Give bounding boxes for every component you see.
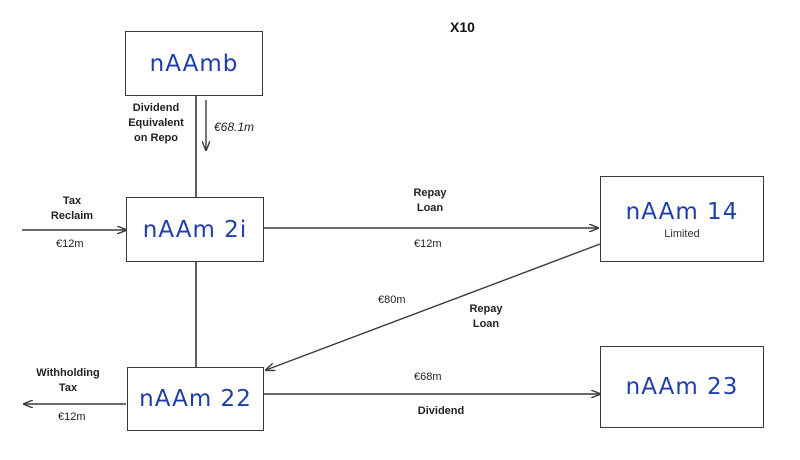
amount-dividend: €68m — [414, 371, 442, 383]
amount-dividend-equivalent: €68.1m — [214, 120, 255, 134]
amount-repay-loan-top: €12m — [414, 238, 442, 250]
diagram-title: X10 — [450, 19, 475, 35]
label-repay-loan-top: Repay Loan — [413, 187, 447, 214]
entity-naam14-name: nAAm 14 — [625, 198, 739, 225]
label-repay-loan-diag: Repay Loan — [469, 303, 503, 330]
entity-naam14-sub: Limited — [664, 227, 700, 240]
amount-repay-loan-diag: €80m — [378, 294, 406, 306]
entity-naam21-name: nAAm 2i — [142, 216, 248, 243]
label-dividend: Dividend — [417, 405, 465, 417]
entity-naam6[interactable]: nAAmb — [125, 31, 263, 96]
entity-naam22[interactable]: nAAm 22 — [127, 367, 264, 431]
entity-naam23[interactable]: nAAm 23 — [600, 346, 764, 428]
entity-naam22-name: nAAm 22 — [139, 386, 252, 412]
label-tax-reclaim: Tax Reclaim — [50, 195, 94, 222]
entity-naam14[interactable]: nAAm 14 Limited — [600, 176, 764, 262]
amount-withholding-tax: €12m — [58, 411, 86, 423]
label-withholding-tax: Withholding Tax — [36, 367, 100, 394]
label-dividend-equivalent: Dividend Equivalent on Repo — [128, 102, 184, 144]
arrow-repay-loan-diag — [266, 243, 601, 370]
entity-naam23-name: nAAm 23 — [625, 374, 739, 400]
entity-naam6-name: nAAmb — [149, 50, 239, 77]
entity-naam21[interactable]: nAAm 2i — [126, 197, 264, 262]
amount-tax-reclaim: €12m — [56, 238, 84, 250]
